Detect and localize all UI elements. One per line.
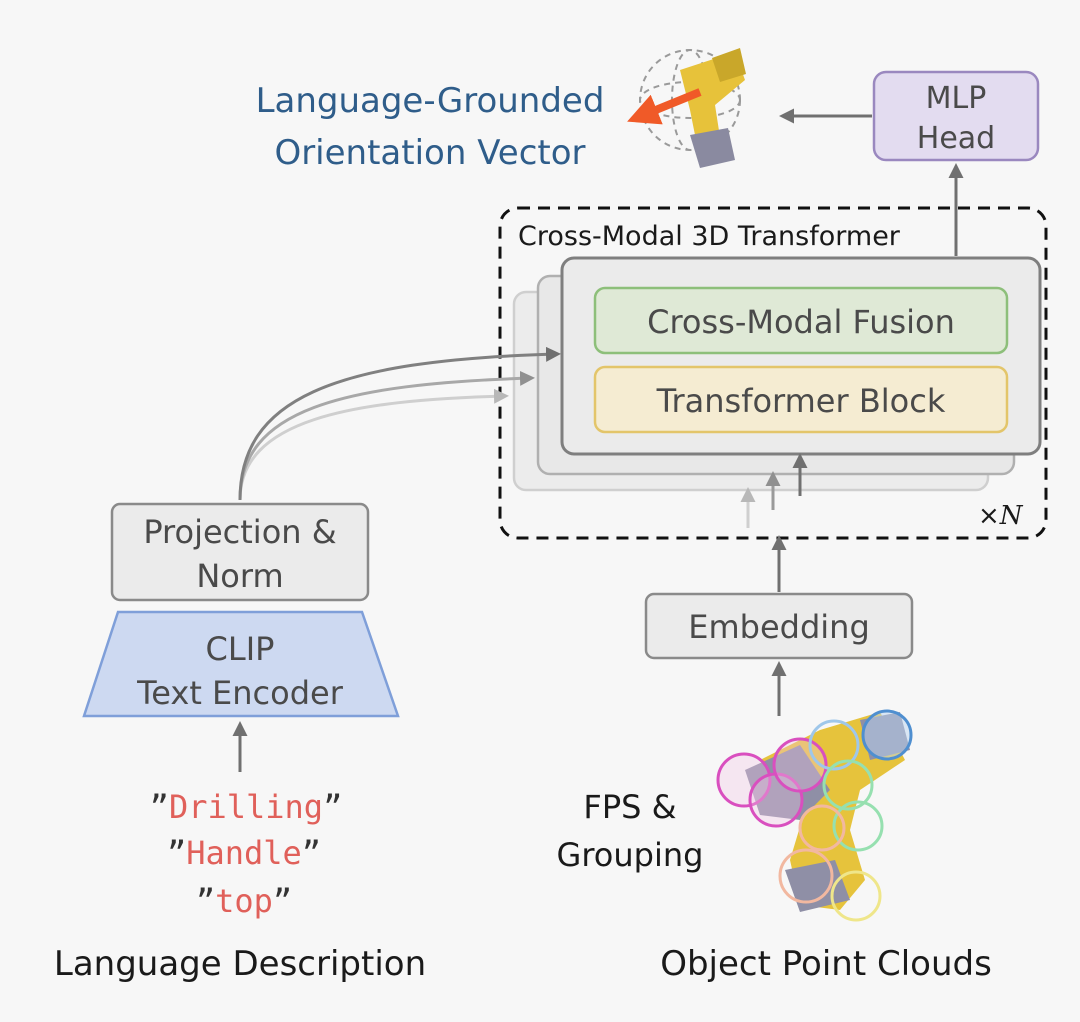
text-feature-arrow-1 (238, 346, 561, 501)
projection-line1: Projection & (143, 513, 336, 551)
point-cloud-illustration (716, 709, 913, 922)
transformer-title: Cross-Modal 3D Transformer (518, 221, 901, 252)
text-feature-arrow-2 (238, 370, 535, 501)
clip-line2: Text Encoder (136, 674, 344, 712)
cross-modal-fusion-label: Cross-Modal Fusion (647, 303, 955, 341)
transformer-container (498, 206, 1048, 540)
transformer-block (593, 365, 1009, 434)
oriented-drill-illustration (627, 48, 746, 168)
language-input-2: ”Handle” (167, 834, 321, 872)
projection-line2: Norm (196, 557, 283, 595)
mlp-head-line1: MLP (926, 81, 987, 116)
mlp-head-line2: Head (917, 121, 995, 156)
embedding-label: Embedding (688, 608, 870, 646)
output-label-line1: Language-Grounded (256, 81, 605, 121)
caption-pointcloud: Object Point Clouds (660, 944, 992, 984)
fps-line2: Grouping (557, 836, 704, 874)
projection-norm-block (110, 502, 370, 602)
caption-language: Language Description (54, 944, 426, 984)
fps-line1: FPS & (583, 788, 676, 826)
language-input-3: ”top” (196, 882, 292, 920)
cross-modal-fusion-block (593, 286, 1009, 355)
embedding-block (644, 592, 914, 660)
repeat-count: ×N (978, 501, 1024, 531)
language-input-1: ”Drilling” (150, 788, 343, 826)
transformer-block-label: Transformer Block (656, 382, 946, 420)
text-feature-arrow-3 (238, 388, 509, 501)
clip-line1: CLIP (206, 630, 275, 668)
clip-encoder-block (82, 610, 400, 718)
mlp-head-block: MLP Head (872, 70, 1040, 162)
output-label-line2: Orientation Vector (274, 133, 585, 173)
